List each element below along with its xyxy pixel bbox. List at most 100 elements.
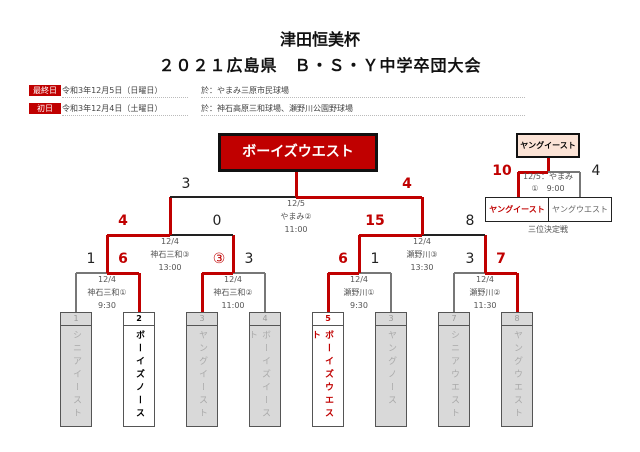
third-place-winner-box: ヤングイースト: [516, 133, 580, 158]
bracket-line: [294, 170, 298, 197]
third-place-team-2: ヤングウエスト: [548, 197, 612, 222]
team-box: 3 ヤングノース: [375, 312, 407, 427]
team-box: 4 ボーイズイースト: [247, 312, 281, 427]
page-subtitle: ２０２１広島県 Ｂ・Ｓ・Ｙ中学卒団大会: [158, 56, 482, 75]
team-seed: 2: [124, 313, 154, 326]
match-venue: 瀬野川③: [406, 250, 438, 259]
bracket-line: [328, 271, 359, 275]
final-info: 12/5 やまみ② 11:00: [251, 197, 341, 236]
match-venue: 神石三和②: [213, 288, 253, 297]
bracket-line: [422, 234, 485, 236]
bracket-line: [105, 235, 109, 273]
bracket-line: [453, 273, 455, 312]
match-time: 9:30: [98, 301, 116, 310]
team-name: シニアウエスト: [449, 330, 459, 421]
match-date: 12/4: [476, 275, 494, 284]
match-time: 13:00: [158, 263, 182, 272]
semi2-score-1: 15: [365, 213, 385, 229]
final-day-venue: 於：やまみ三原市民球場: [201, 85, 525, 98]
match-time: 9:30: [350, 301, 368, 310]
team-seed: 1: [61, 313, 91, 326]
bracket-line: [76, 272, 107, 274]
bracket-line: [170, 234, 233, 236]
match-date: 12/4: [98, 275, 116, 284]
semi1-score-1: 4: [118, 213, 128, 229]
final-day-label: 最終日: [29, 85, 61, 96]
bracket-line: [200, 273, 204, 312]
semi1-info: 12/4 神石三和③ 13:00: [125, 235, 215, 274]
bracket-line: [168, 197, 172, 235]
match-time: 11:30: [473, 301, 497, 310]
bracket-line: [137, 273, 141, 312]
team-seed: 4: [250, 313, 280, 326]
match-date: 12/5: [287, 199, 305, 208]
match-time: 11:00: [284, 225, 308, 234]
first-day-date: 令和3年12月4日（土曜日）: [62, 103, 188, 116]
final-score-right: 4: [402, 176, 412, 192]
third-place-score-2: 4: [591, 163, 601, 179]
r1m4-score-1: 3: [465, 251, 475, 267]
match-time: 13:30: [410, 263, 434, 272]
match-date: 12/4: [224, 275, 242, 284]
final-day-date: 令和3年12月5日（日曜日）: [62, 85, 188, 98]
bracket-line: [233, 272, 265, 274]
match-venue: 瀬野川②: [469, 288, 501, 297]
r1m2-info: 12/4 神石三和② 11:00: [188, 273, 278, 312]
bracket-line: [454, 272, 485, 274]
bracket-line: [548, 171, 580, 173]
bracket-line: [357, 235, 361, 273]
r1m3-score-1: 6: [338, 251, 348, 267]
bracket-line: [359, 233, 422, 237]
team-name: ヤングノース: [386, 330, 396, 408]
third-place-time: ① 9:00: [531, 184, 565, 193]
bracket-line: [75, 273, 77, 312]
team-name: ヤングウエスト: [512, 330, 522, 421]
r1m4-score-2: 7: [496, 251, 506, 267]
bracket-line: [518, 170, 548, 174]
bracket-line: [231, 235, 235, 273]
match-venue: 神石三和①: [87, 288, 127, 297]
third-place-date: 12/5：やまみ: [523, 172, 573, 181]
bracket-line: [359, 272, 391, 274]
bracket-line: [483, 235, 487, 273]
bracket-line: [326, 273, 330, 312]
champion-box: ボーイズウエスト: [218, 133, 378, 172]
team-seed: 7: [439, 313, 469, 326]
bracket-line: [485, 271, 517, 275]
team-box: 2 ボーイズノース: [123, 312, 155, 427]
r1m2-score-2: 3: [244, 251, 254, 267]
third-place-info: 12/5：やまみ ① 9:00: [518, 171, 578, 195]
bracket-line: [546, 158, 550, 172]
bracket-line: [264, 273, 266, 312]
r1m3-score-2: 1: [370, 251, 380, 267]
match-date: 12/4: [350, 275, 368, 284]
r1m4-info: 12/4 瀬野川② 11:30: [440, 273, 530, 312]
bracket-line: [202, 271, 233, 275]
match-venue: やまみ②: [280, 212, 312, 221]
final-score-left: 3: [181, 176, 191, 192]
bracket-line: [420, 197, 424, 235]
first-day-label: 初日: [29, 103, 61, 114]
bracket-line: [107, 271, 139, 275]
third-place-score-1: 10: [492, 163, 512, 179]
team-name: ボーイズウエスト: [310, 330, 333, 421]
team-name: ボーイズノース: [134, 330, 144, 421]
bracket-line: [515, 273, 519, 312]
semi2-score-2: 8: [465, 213, 475, 229]
team-seed: 3: [376, 313, 406, 326]
match-date: 12/4: [413, 237, 431, 246]
match-venue: 神石三和③: [150, 250, 190, 259]
semi1-score-2: 0: [212, 213, 222, 229]
r1m1-score-1: 1: [86, 251, 96, 267]
team-name: ボーイズイースト: [247, 330, 270, 421]
third-place-label: 三位決定戦: [528, 225, 568, 234]
first-day-venue: 於：神石高原三和球場、瀬野川公園野球場: [201, 103, 525, 116]
r1m1-info: 12/4 神石三和① 9:30: [62, 273, 152, 312]
match-time: 11:00: [221, 301, 245, 310]
match-date: 12/4: [161, 237, 179, 246]
team-name: ヤングイースト: [197, 330, 207, 421]
